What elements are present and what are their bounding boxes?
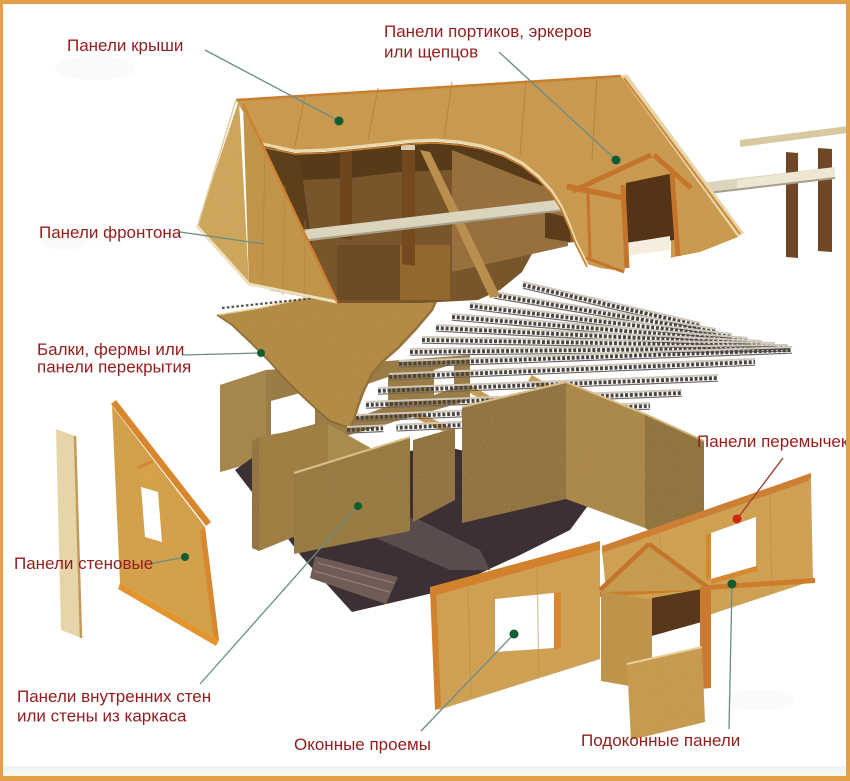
svg-text:Подоконные панели: Подоконные панели <box>581 731 740 750</box>
svg-text:Панели крыши: Панели крыши <box>67 36 183 55</box>
svg-text:или щепцов: или щепцов <box>384 43 478 62</box>
svg-text:или стены из каркаса: или стены из каркаса <box>17 707 187 726</box>
svg-text:Оконные проемы: Оконные проемы <box>294 735 431 754</box>
svg-text:панели перекрытия: панели перекрытия <box>37 358 191 377</box>
svg-text:Панели стеновые: Панели стеновые <box>14 554 153 573</box>
svg-text:Панели фронтона: Панели фронтона <box>39 223 182 242</box>
svg-text:Панели внутренних стен: Панели внутренних стен <box>17 687 211 706</box>
svg-text:Балки, фермы или: Балки, фермы или <box>37 340 184 359</box>
svg-text:Панели портиков, эркеров: Панели портиков, эркеров <box>384 22 592 41</box>
svg-text:Панели перемычек: Панели перемычек <box>697 432 849 451</box>
